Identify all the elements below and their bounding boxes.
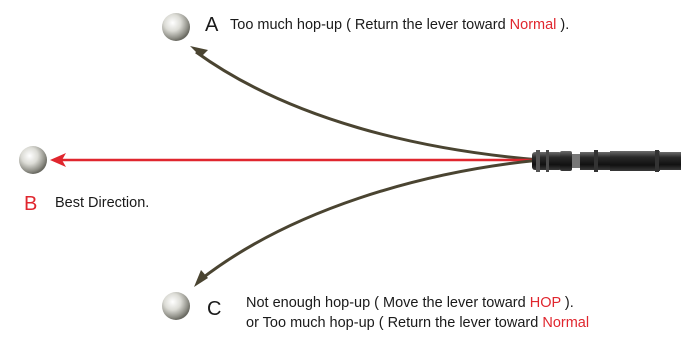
arrow-to-a [195,50,541,162]
label-letter-b: B [24,193,38,215]
bb-a-icon [162,13,190,41]
label-text-b: Best Direction. [55,195,150,211]
label-letter-c: C [207,298,222,320]
bb-b-icon [19,146,47,174]
label-a-highlight: Normal [509,17,557,33]
bb-c-icon [162,292,190,320]
label-c-line1-prefix: Not enough hop-up ( Move the lever towar… [246,295,530,311]
arrowhead-c [194,270,208,287]
arrow-to-c [199,158,541,282]
label-a-prefix: Too much hop-up ( Return the lever towar… [230,17,510,33]
label-c-line2-highlight: Normal [542,315,590,331]
label-text-a: Too much hop-up ( Return the lever towar… [230,17,569,34]
label-a-suffix: ). [556,17,570,33]
label-c-line2-prefix: or Too much hop-up ( Return the lever to… [246,315,543,331]
label-text-c-line2: or Too much hop-up ( Return the lever to… [246,315,681,332]
label-letter-a: A [205,14,219,36]
label-text-c-line1: Not enough hop-up ( Move the lever towar… [246,295,574,312]
arrowhead-b [50,153,66,167]
label-c-line1-suffix: ). [560,295,574,311]
label-c-line1-highlight: HOP [529,295,561,311]
arrowhead-a [190,46,208,57]
barrel-icon [532,150,681,172]
